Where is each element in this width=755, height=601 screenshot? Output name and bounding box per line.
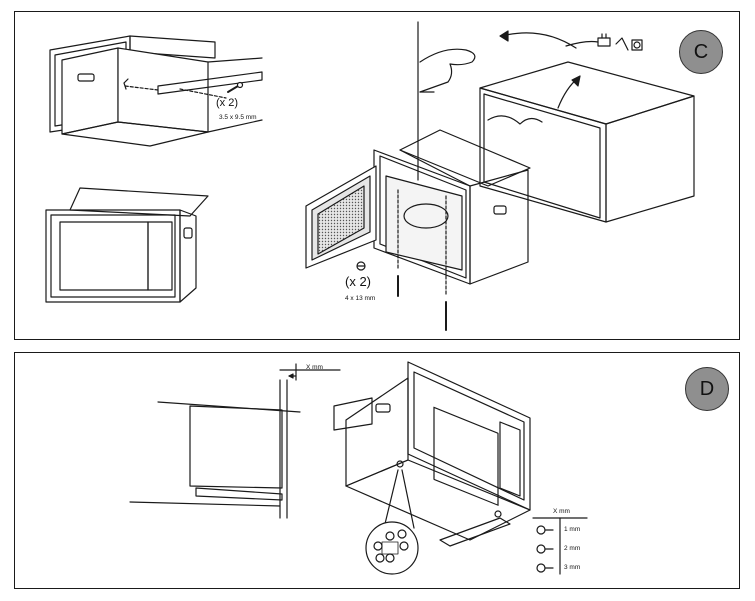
gap-table xyxy=(532,517,588,575)
hand-icon xyxy=(419,48,476,93)
cabinet-with-plug-drawing xyxy=(417,21,695,223)
bracket-icon xyxy=(123,78,129,90)
microwave-adjust-drawing xyxy=(333,361,531,547)
gap-option-3: 3 mm xyxy=(564,564,581,571)
screw-large-icon xyxy=(356,261,366,271)
plug-icon xyxy=(565,33,643,51)
screw-small-size-label: 3.5 x 9.5 mm xyxy=(219,114,257,121)
step-badge-c: C xyxy=(679,30,723,74)
screw-large-size-label: 4 x 13 mm xyxy=(345,295,376,302)
microwave-open-door-drawing xyxy=(305,129,531,331)
gap-option-2: 2 mm xyxy=(564,545,581,552)
microwave-frame-attach-drawing xyxy=(49,35,263,147)
step-badge-d: D xyxy=(685,367,729,411)
microwave-in-frame-drawing xyxy=(45,187,209,303)
unplug-cord-icon xyxy=(487,115,543,125)
gap-option-1: 1 mm xyxy=(564,526,581,533)
screw-small-qty-label: (x 2) xyxy=(216,97,238,109)
screw-small-icon xyxy=(227,81,244,93)
rotate-arrow-icon xyxy=(499,30,581,109)
adjustable-foot-icon xyxy=(365,469,419,575)
gap-top-label: X mm xyxy=(306,364,323,371)
screw-large-qty-label: (x 2) xyxy=(345,274,371,289)
gap-table-header: X mm xyxy=(553,508,570,515)
side-section-drawing xyxy=(129,363,341,519)
